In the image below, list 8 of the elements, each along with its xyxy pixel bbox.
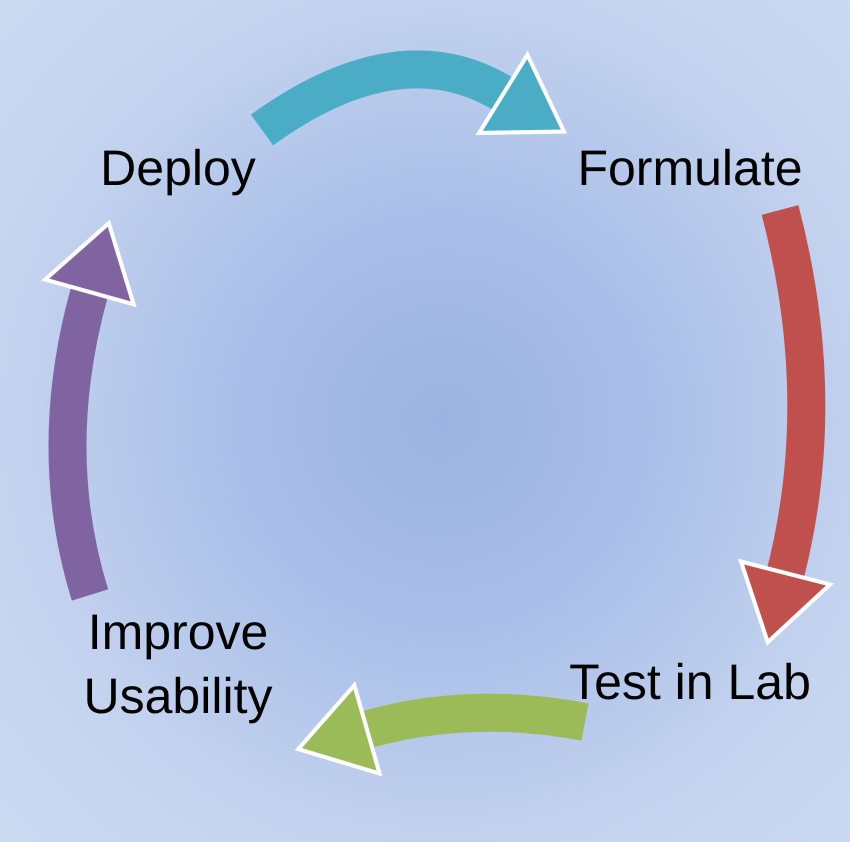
curved-arrow (43, 220, 136, 600)
step-label: Test in Lab (569, 653, 811, 712)
step-label: Improve Usability (82, 603, 274, 726)
step-label: Formulate (577, 139, 803, 198)
curved-arrow (296, 683, 588, 776)
curved-arrow (738, 206, 832, 645)
step-label: Deploy (100, 139, 256, 198)
curved-arrow (251, 50, 568, 146)
